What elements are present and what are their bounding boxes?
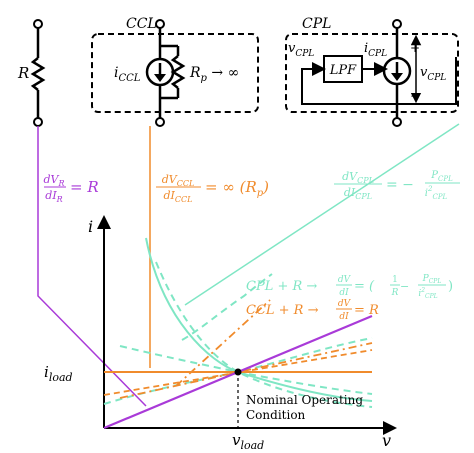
svg-text:= R: = R <box>354 303 379 318</box>
cpl-curve-dashed-1 <box>155 261 373 408</box>
ccl-r-annotation: CCL + R → dV dI = R <box>246 299 379 322</box>
svg-text:dICCL: dICCL <box>164 189 193 204</box>
operating-point <box>234 368 242 376</box>
i-load-label: iload <box>44 363 73 384</box>
ccl-source-label: iCCL <box>114 65 141 84</box>
ccl-circuit: CCL iCCL Rp → ∞ <box>91 16 259 127</box>
v-cpl-input-label: vCPL <box>288 41 314 59</box>
svg-text:dVCPL: dVCPL <box>342 170 374 185</box>
i-cpl-label: iCPL <box>364 41 387 59</box>
resistor-equation: dVR dIR = R <box>43 173 98 204</box>
v-load-label: vload <box>232 431 264 452</box>
ccl-box <box>91 33 259 113</box>
svg-text:1: 1 <box>392 275 398 285</box>
v-cpl-output-label: vCPL <box>420 65 446 83</box>
terminal-bottom <box>33 117 43 127</box>
cpl-r-annotation: CPL + R → dV dI = ( 1 R − PCPL i2CPL ) <box>246 274 453 300</box>
svg-text:dV: dV <box>338 299 352 309</box>
plus-sign: + <box>410 41 420 55</box>
svg-text:−: − <box>400 280 409 293</box>
terminal-top <box>33 19 43 29</box>
svg-text:dVCCL: dVCCL <box>162 173 195 188</box>
y-axis-label: i <box>88 217 93 236</box>
svg-text:= R: = R <box>70 178 99 196</box>
cpl-slope-line <box>184 123 460 306</box>
resistor-label: R <box>17 64 29 82</box>
svg-text:CPL + R →: CPL + R → <box>246 279 317 294</box>
cpl-circuit: CPL LPF + − vCPL iCPL vCPL <box>285 16 459 127</box>
svg-text:CCL + R →: CCL + R → <box>246 303 319 318</box>
svg-text:= (: = ( <box>354 279 375 294</box>
svg-text:dIR: dIR <box>45 189 62 204</box>
minus-sign: − <box>410 89 420 103</box>
svg-text:dI: dI <box>339 288 349 298</box>
svg-text:R: R <box>391 288 399 298</box>
resistor-circuit: R <box>17 19 46 127</box>
svg-text:dI: dI <box>339 312 349 322</box>
rp-resistor-symbol <box>170 55 186 89</box>
svg-text:dVR: dVR <box>43 173 64 188</box>
svg-text:): ) <box>448 279 453 294</box>
nominal-label-line2: Condition <box>246 408 306 422</box>
feedback-loop <box>301 57 457 105</box>
svg-text:PCPL: PCPL <box>430 170 453 183</box>
svg-text:i2CPL: i2CPL <box>418 287 437 300</box>
cpl-curves <box>103 237 373 408</box>
svg-text:= −: = − <box>386 177 414 193</box>
cpl-equation: dVCPL dICPL = − PCPL i2CPL <box>334 170 460 201</box>
cpl-box <box>285 33 459 113</box>
cpl-hyperbola-curve <box>145 237 373 402</box>
svg-text:PCPL: PCPL <box>422 274 442 285</box>
resistor-slope-line <box>37 126 147 407</box>
svg-text:i2CPL: i2CPL <box>425 185 448 201</box>
rp-label: Rp → ∞ <box>189 65 239 84</box>
ccl-r-lines <box>103 299 373 399</box>
ccl-title: CCL <box>126 16 157 32</box>
nominal-label-line1: Nominal Operating <box>246 393 363 407</box>
lpf-label: LPF <box>329 63 357 78</box>
x-axis-label: v <box>382 431 391 450</box>
cpl-r-curve-upper <box>181 273 273 341</box>
svg-text:= ∞ (Rp): = ∞ (Rp) <box>205 178 269 199</box>
ccl-r-arrow-line <box>175 299 271 387</box>
resistor-symbol <box>30 57 46 91</box>
cpl-title: CPL <box>302 16 331 32</box>
ccl-equation: dVCCL dICCL = ∞ (Rp) <box>156 173 269 204</box>
plot-axes: i v iload vload <box>44 215 397 452</box>
svg-text:dICPL: dICPL <box>344 186 372 201</box>
svg-text:dV: dV <box>338 275 352 285</box>
